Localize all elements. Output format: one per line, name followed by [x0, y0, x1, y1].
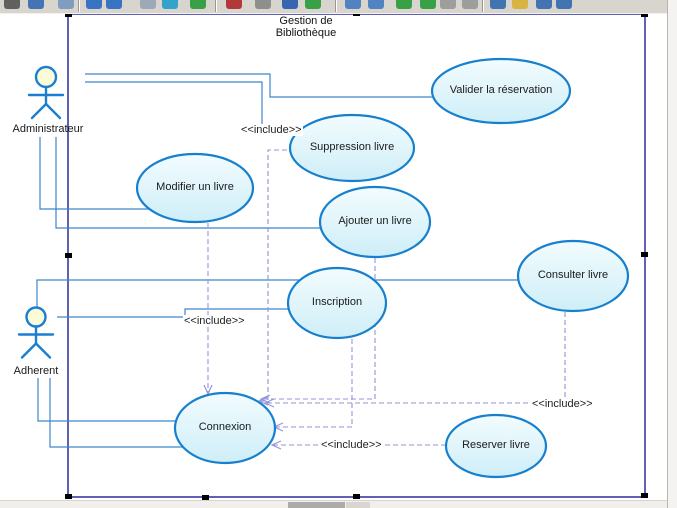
toolbar-icon[interactable] [440, 0, 456, 9]
toolbar-icon[interactable] [162, 0, 178, 9]
toolbar-icon[interactable] [305, 0, 321, 9]
actor-label-adherent: Adherent [13, 365, 59, 377]
scrollbar-thumb[interactable] [288, 502, 345, 508]
actor-leg [34, 342, 52, 359]
toolbar-icon[interactable] [462, 0, 478, 9]
include-stereotype-label-2: <<include>> [531, 398, 594, 410]
use-case-reserver[interactable] [444, 413, 548, 479]
assoc-adherent-connexion-1[interactable] [37, 378, 177, 422]
selection-handle[interactable] [202, 495, 209, 500]
use-case-suppression[interactable] [288, 113, 416, 183]
selection-handle[interactable] [641, 252, 648, 257]
toolbar-icon[interactable] [190, 0, 206, 9]
assoc-admin-modifier[interactable] [39, 137, 149, 210]
actor-head-icon [34, 65, 58, 89]
actor-leg [30, 102, 48, 120]
toolbar-icon[interactable] [58, 0, 74, 9]
use-case-modifier[interactable] [135, 152, 255, 224]
assoc-admin-valider[interactable] [85, 73, 433, 98]
include-ajouter-connexion[interactable] [261, 258, 376, 400]
include-stereotype-label-0: <<include>> [240, 124, 303, 136]
selection-handle[interactable] [65, 253, 72, 258]
include-suppression-connexion[interactable] [259, 149, 295, 402]
toolbar [0, 0, 677, 14]
actor-adherent[interactable] [17, 306, 55, 359]
toolbar-separator [482, 0, 484, 12]
include-stereotype-label-3: <<include>> [320, 439, 383, 451]
use-case-diagram [17, 14, 648, 500]
include-consulter-connexion-arrowhead [263, 398, 275, 408]
assoc-adherent-consulter[interactable] [36, 279, 519, 307]
include-inscription-connexion[interactable] [274, 339, 353, 428]
window-right-edge [667, 0, 677, 508]
toolbar-icon[interactable] [282, 0, 298, 9]
toolbar-icon[interactable] [368, 0, 384, 9]
actor-label-administrateur: Administrateur [12, 123, 84, 135]
assoc-adherent-connexion-2[interactable] [49, 378, 185, 448]
include-suppression-connexion-arrowhead [257, 396, 269, 406]
toolbar-icon[interactable] [28, 0, 44, 9]
diagram-canvas[interactable]: Gestion de Bibliothèque Valider la réser… [0, 14, 677, 500]
use-case-valider[interactable] [430, 57, 572, 125]
toolbar-separator [215, 0, 217, 12]
actor-head-icon [25, 306, 47, 328]
toolbar-icon[interactable] [226, 0, 242, 9]
toolbar-icon[interactable] [86, 0, 102, 9]
toolbar-separator [78, 0, 80, 12]
toolbar-icon[interactable] [490, 0, 506, 9]
actor-leg [20, 342, 38, 359]
toolbar-icon[interactable] [536, 0, 552, 9]
scrollbar-thumb[interactable] [346, 502, 370, 508]
selection-handle[interactable] [353, 494, 360, 499]
toolbar-icon[interactable] [556, 0, 572, 9]
toolbar-icon[interactable] [420, 0, 436, 9]
toolbar-icon[interactable] [106, 0, 122, 9]
toolbar-icon[interactable] [396, 0, 412, 9]
selection-handle[interactable] [353, 14, 360, 16]
toolbar-icon[interactable] [4, 0, 20, 9]
actor-leg [44, 102, 62, 120]
toolbar-icon[interactable] [512, 0, 528, 9]
toolbar-separator [335, 0, 337, 12]
selection-handle[interactable] [65, 14, 72, 17]
use-case-connexion[interactable] [173, 391, 277, 465]
use-case-ajouter[interactable] [318, 185, 432, 259]
bottom-bar[interactable] [0, 500, 677, 508]
selection-handle[interactable] [641, 493, 648, 498]
selection-handle[interactable] [641, 14, 648, 17]
use-case-inscription[interactable] [286, 266, 388, 340]
include-stereotype-label-1: <<include>> [183, 315, 246, 327]
toolbar-icon[interactable] [140, 0, 156, 9]
diagram-title-line1: Gestion de [279, 15, 333, 27]
selection-handle[interactable] [65, 494, 72, 499]
assoc-admin-ajouter[interactable] [55, 137, 321, 229]
actor-administrateur[interactable] [27, 65, 65, 120]
toolbar-icon[interactable] [345, 0, 361, 9]
diagram-title-line2: Bibliothèque [275, 27, 337, 39]
assoc-adherent-inscription[interactable] [57, 308, 289, 318]
include-reserver-connexion-arrowhead [270, 440, 282, 450]
use-case-consulter[interactable] [516, 239, 630, 313]
toolbar-icon[interactable] [255, 0, 271, 9]
